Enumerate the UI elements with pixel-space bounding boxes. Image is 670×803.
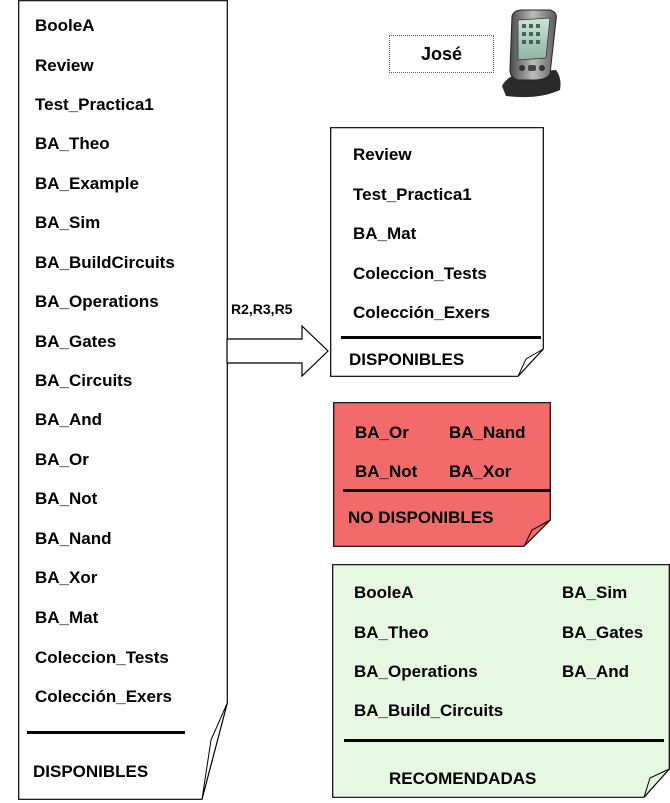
document-frame: [18, 0, 228, 800]
separator-line: [344, 739, 664, 742]
list-item: BA_Not: [35, 489, 98, 508]
not-available-resources-document: BA_Or BA_Nand BA_Not BA_Xor NO DISPONIBL…: [333, 402, 551, 547]
list-item: BooleA: [35, 16, 95, 35]
document-footer-label: RECOMENDADAS: [389, 769, 537, 788]
document-footer-label: NO DISPONIBLES: [348, 508, 494, 527]
list-item: BA_Xor: [35, 568, 98, 587]
list-item: BA_Sim: [562, 583, 628, 602]
list-item: Coleccion_Tests: [35, 648, 169, 667]
user-name-box: José: [389, 35, 494, 73]
document-footer-label: DISPONIBLES: [349, 350, 465, 369]
document-frame: [330, 127, 544, 377]
separator-line: [341, 336, 541, 339]
list-item: BA_Nand: [449, 423, 526, 442]
list-item: Test_Practica1: [353, 185, 472, 204]
list-item: BA_Gates: [562, 623, 644, 642]
list-item: BA_Operations: [354, 662, 478, 681]
rules-label: R2,R3,R5: [231, 301, 293, 317]
list-item: BA_Nand: [35, 529, 112, 548]
available-resources-document: Review Test_Practica1 BA_Mat Coleccion_T…: [330, 127, 544, 377]
list-item: BA_Example: [35, 174, 139, 193]
list-item: BA_Build_Circuits: [354, 701, 504, 720]
document-frame: [333, 402, 551, 547]
list-item: BA_Not: [355, 462, 418, 481]
list-item: BA_Sim: [35, 213, 101, 232]
list-item: BA_Or: [35, 450, 89, 469]
list-item: Colección_Exers: [353, 303, 491, 322]
document-footer-label: DISPONIBLES: [33, 762, 149, 781]
all-resources-document: BooleA Review Test_Practica1 BA_Theo BA_…: [18, 0, 228, 800]
list-item: BA_Or: [355, 423, 409, 442]
list-item: Coleccion_Tests: [353, 264, 487, 283]
list-item: BA_Theo: [354, 623, 429, 642]
list-item: BA_Gates: [35, 332, 117, 351]
list-item: BA_BuildCircuits: [35, 253, 175, 272]
list-item: BA_Theo: [35, 134, 110, 153]
list-item: BA_Mat: [35, 608, 99, 627]
separator-line: [343, 489, 550, 492]
user-name: José: [420, 44, 463, 64]
list-item: BA_Mat: [353, 224, 417, 243]
list-item: Review: [353, 145, 412, 164]
list-item: Test_Practica1: [35, 95, 154, 114]
right-arrow-icon: [226, 325, 329, 377]
list-item: BA_Operations: [35, 292, 159, 311]
list-item: BA_Xor: [449, 462, 512, 481]
list-item: Review: [35, 56, 94, 75]
list-item: BooleA: [354, 583, 414, 602]
list-item: Colección_Exers: [35, 687, 173, 706]
separator-line: [27, 731, 185, 734]
list-item: BA_And: [35, 410, 103, 429]
pda-device-icon: [502, 9, 561, 98]
list-item: BA_Circuits: [35, 371, 133, 390]
recommended-resources-document: BooleA BA_Theo BA_Operations BA_Build_Ci…: [332, 564, 670, 798]
list-item: BA_And: [562, 662, 630, 681]
